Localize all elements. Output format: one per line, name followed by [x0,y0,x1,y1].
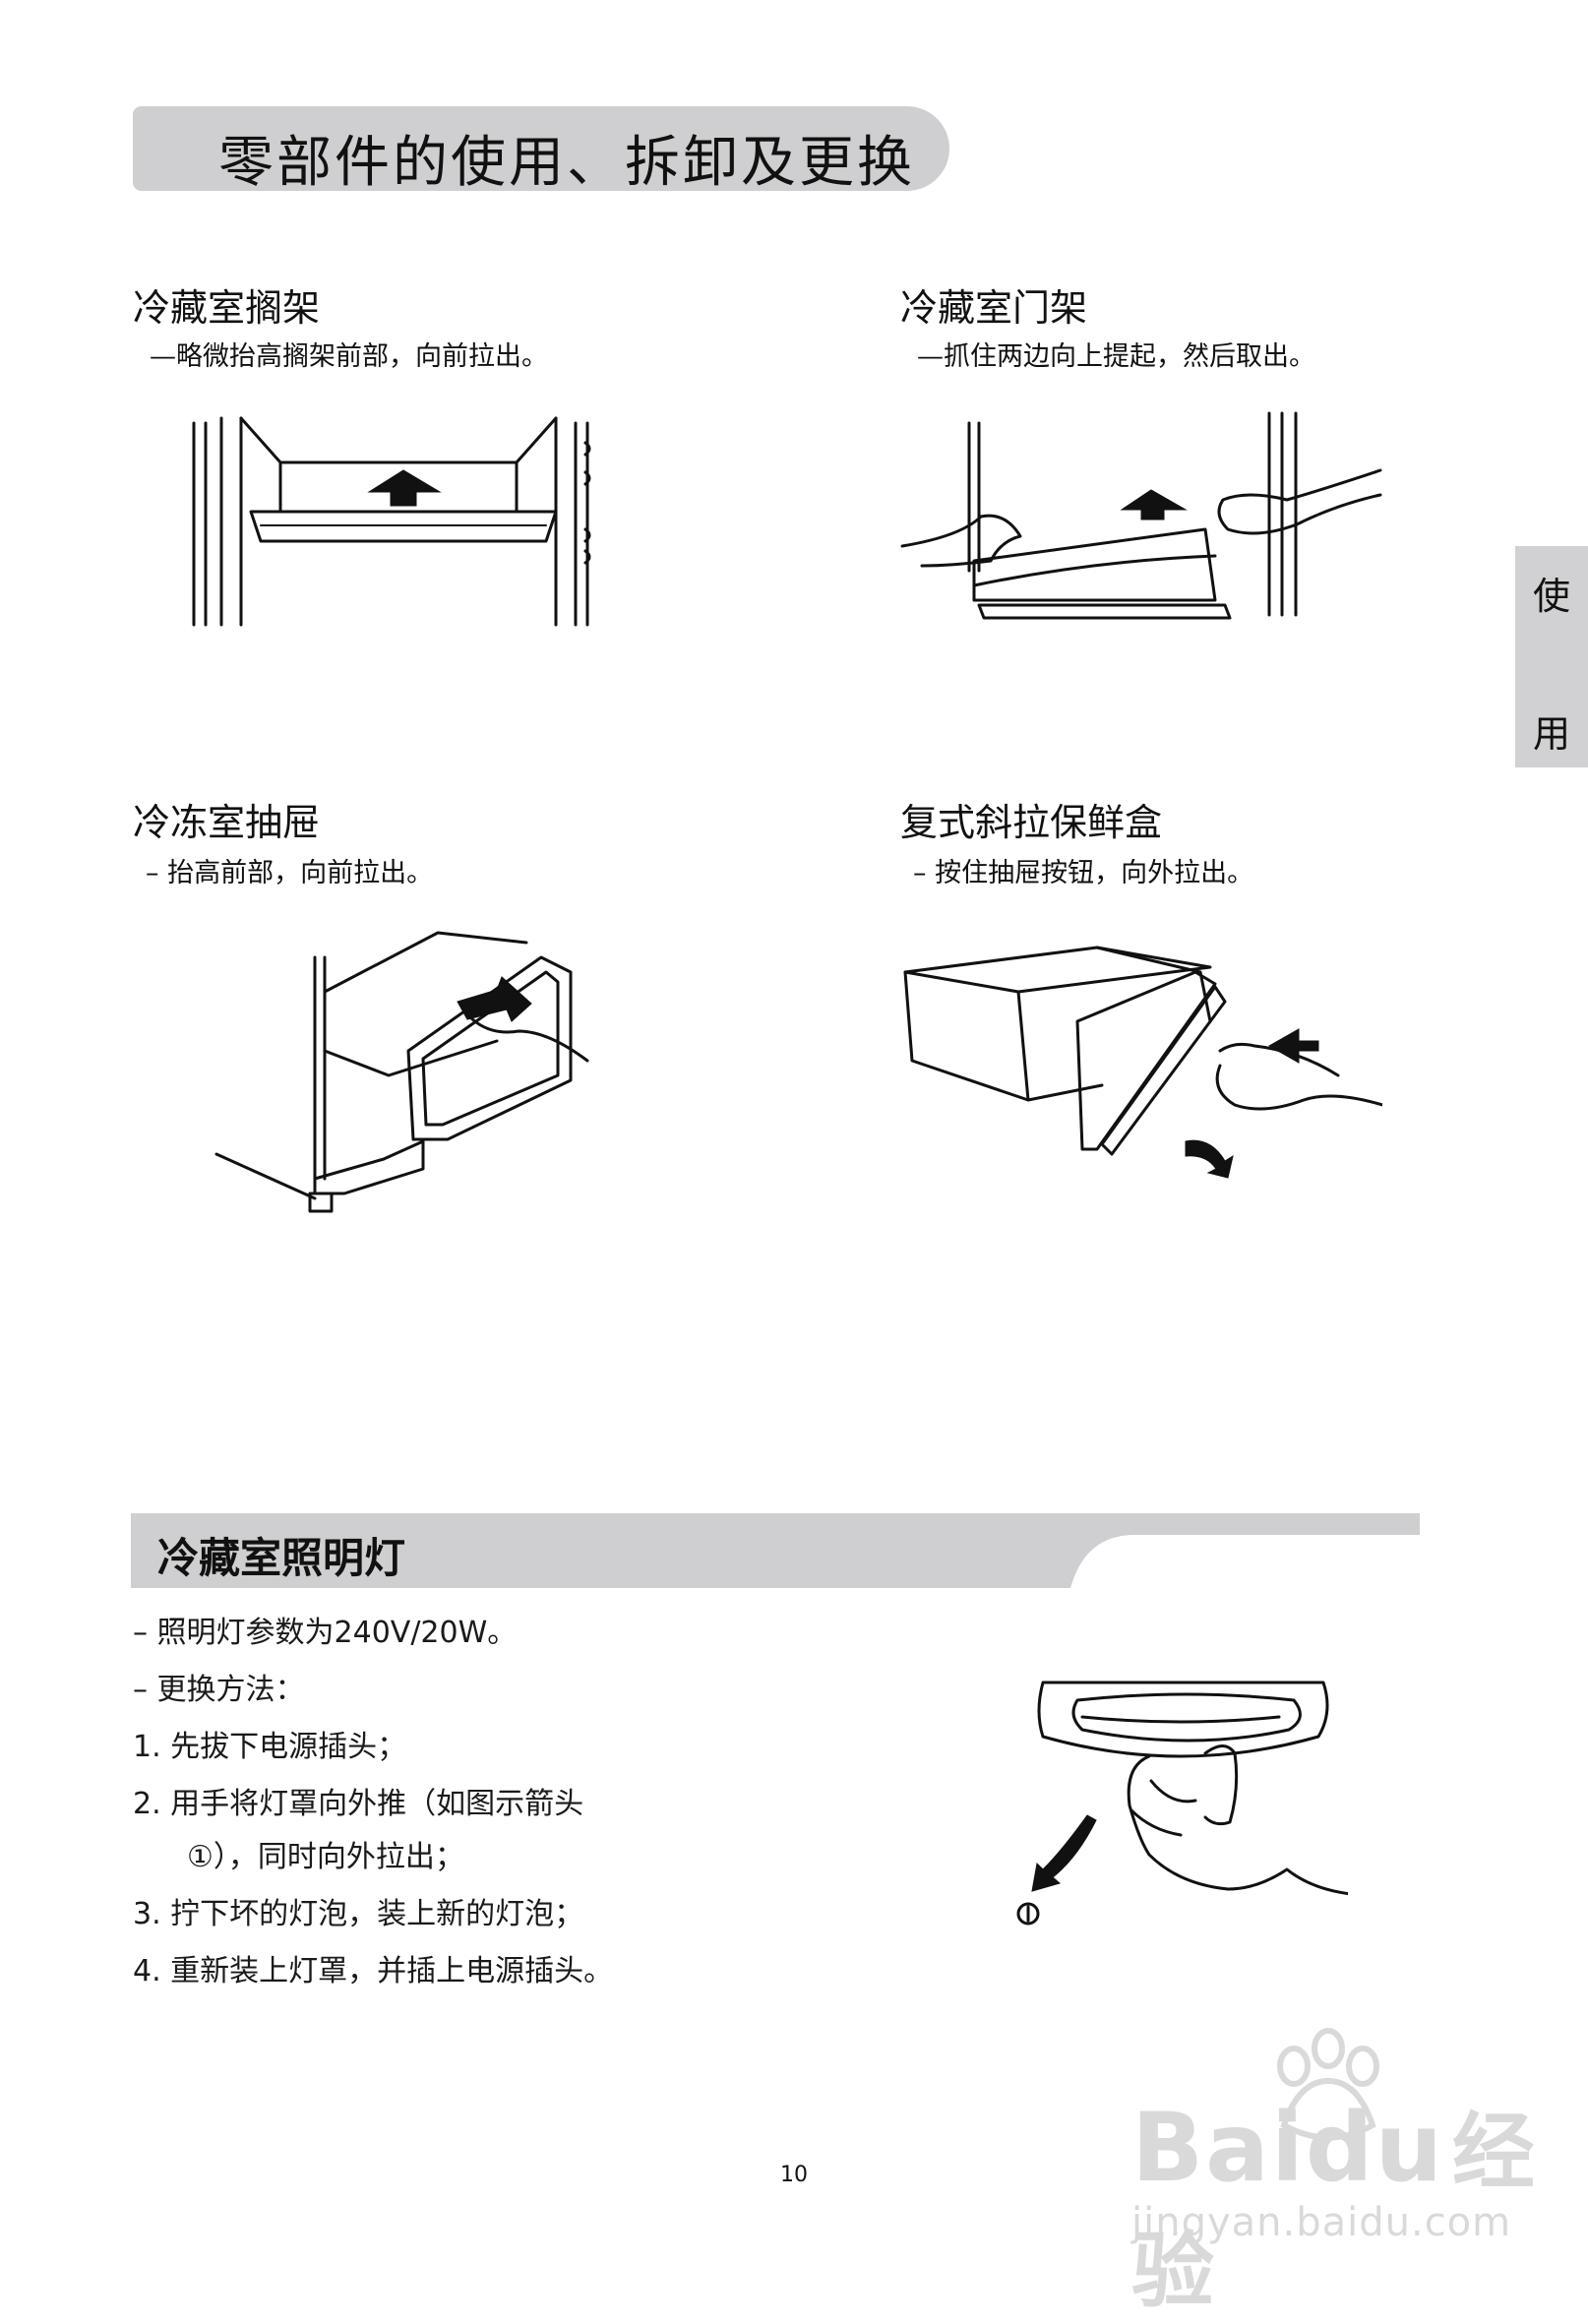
section-desc-fridge-shelf: —略微抬高搁架前部，向前拉出。 [150,341,548,372]
section-title-door-rack: 冷藏室门架 [900,286,1088,330]
watermark-url: jingyan.baidu.com [1131,2200,1512,2245]
watermark-logo: Baidu经验 [1131,2086,1588,2324]
illustration-crisper-box [903,946,1382,1179]
lamp-line-2: – 更换方法： [133,1673,305,1707]
side-tab-char-2: 用 [1532,712,1570,756]
page-number: 10 [780,2163,808,2187]
section-desc-door-rack: —抓住两边向上提起，然后取出。 [917,341,1315,372]
lamp-step-1: 1. 先拔下电源插头； [133,1730,407,1764]
lamp-title: 冷藏室照明灯 [157,1534,406,1582]
section-desc-crisper-box: – 按住抽屉按钮，向外拉出。 [913,858,1254,888]
illustration-freezer-drawer [214,931,589,1213]
watermark-brand-2: du [1305,2093,1444,2203]
lamp-step-3: 3. 拧下坏的灯泡，装上新的灯泡； [133,1897,584,1931]
lamp-step-2: 2. 用手将灯罩向外推（如图示箭头 [133,1787,584,1821]
side-tab-char-1: 使 [1532,575,1570,618]
lamp-line-1: – 照明灯参数为240V/20W。 [133,1616,518,1650]
illustration-fridge-shelf [192,416,591,627]
section-title-crisper-box: 复式斜拉保鲜盒 [900,801,1163,844]
section-title-freezer-drawer: 冷冻室抽屉 [133,801,321,844]
paw-icon [1277,2028,1379,2141]
page-title: 零部件的使用、拆卸及更换 [218,131,915,195]
illustration-door-rack [900,411,1382,620]
illustration-lamp-cover [1016,1681,1348,1926]
lamp-step-4: 4. 重新装上灯罩，并插上电源插头。 [133,1954,614,1988]
title-bar [133,106,949,191]
watermark-brand: Bai [1131,2093,1306,2203]
lamp-title-bar [131,1513,1420,1588]
section-title-fridge-shelf: 冷藏室搁架 [133,286,321,330]
lamp-step-2-cont: ①），同时向外拉出； [187,1840,464,1874]
section-desc-freezer-drawer: – 抬高前部，向前拉出。 [146,858,434,888]
side-tab [1515,546,1588,767]
